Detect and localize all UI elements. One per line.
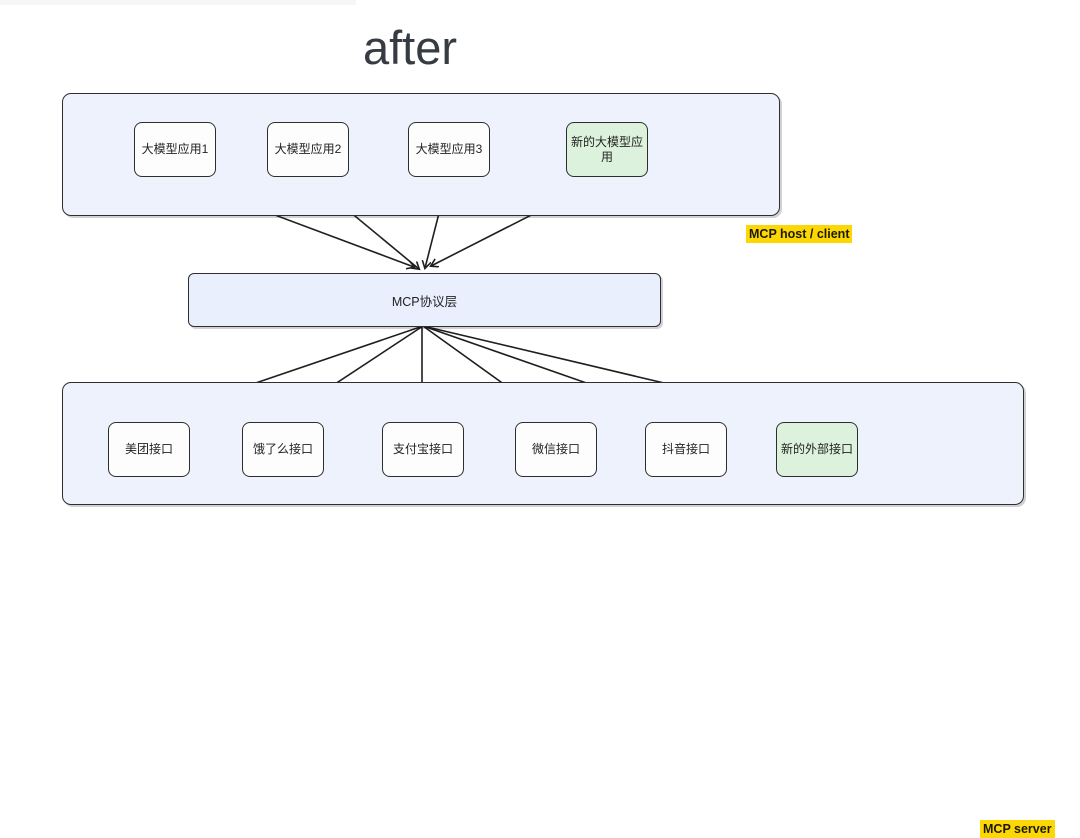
- app-node-new: 新的大模型应用: [566, 122, 648, 177]
- app-node-2: 大模型应用2: [267, 122, 349, 177]
- app-node-3-label: 大模型应用3: [415, 142, 483, 156]
- interface-node-wechat-label: 微信接口: [531, 442, 580, 456]
- app-node-3: 大模型应用3: [408, 122, 490, 177]
- interface-node-new: 新的外部接口: [776, 422, 858, 477]
- interface-node-meituan-label: 美团接口: [124, 442, 173, 456]
- interface-node-alipay: 支付宝接口: [382, 422, 464, 477]
- interface-node-alipay-label: 支付宝接口: [392, 442, 453, 456]
- interface-node-meituan: 美团接口: [108, 422, 190, 477]
- interface-node-new-label: 新的外部接口: [780, 442, 853, 456]
- interface-node-wechat: 微信接口: [515, 422, 597, 477]
- app-node-1: 大模型应用1: [134, 122, 216, 177]
- protocol-layer-box: MCP协议层: [188, 273, 661, 327]
- server-tag: MCP server: [980, 820, 1055, 838]
- host-tag: MCP host / client: [746, 225, 853, 243]
- interface-node-eleme: 饿了么接口: [242, 422, 324, 477]
- app-node-new-label: 新的大模型应用: [570, 134, 643, 164]
- protocol-layer-label: MCP协议层: [391, 294, 458, 309]
- app-node-1-label: 大模型应用1: [141, 142, 209, 156]
- top-edge-artifact: [0, 0, 356, 5]
- diagram-canvas: after MCP host / client 大模型应用1 大模型应用2 大模…: [0, 0, 1055, 838]
- app-node-2-label: 大模型应用2: [274, 142, 342, 156]
- interface-node-douyin: 抖音接口: [645, 422, 727, 477]
- page-title: after: [362, 21, 458, 74]
- interface-node-eleme-label: 饿了么接口: [252, 442, 313, 456]
- interface-node-douyin-label: 抖音接口: [661, 442, 710, 456]
